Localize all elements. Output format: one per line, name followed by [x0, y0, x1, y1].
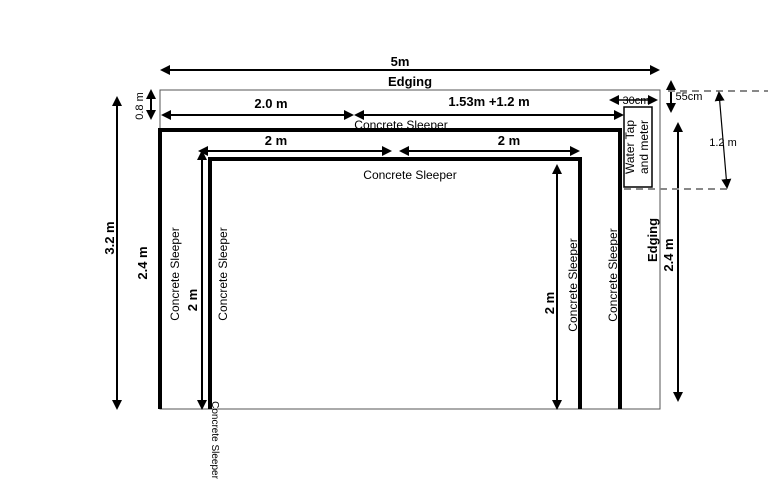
tap-height-label: 1.2 m: [709, 137, 737, 149]
water-tap-label-1: Water Tap: [623, 120, 637, 174]
inner-sleeper-frame: [208, 157, 582, 409]
top-inner-left-length: 2 m: [265, 133, 287, 148]
right-inner-sleeper-label: Concrete Sleeper: [566, 238, 580, 331]
outer-sleeper-frame: [158, 128, 622, 409]
top-outer-sleeper-label: Concrete Sleeper: [354, 118, 447, 132]
left-height-label: 3.2 m: [102, 221, 117, 254]
top-outer-right-length: 1.53m +1.2 m: [448, 94, 529, 109]
stray-label: Concrete Sleeper: [209, 401, 220, 479]
outer-boundary: [159, 89, 661, 410]
right-outer-sleeper-label: Concrete Sleeper: [606, 228, 620, 321]
right-edging-label: Edging: [645, 218, 660, 262]
tap-width-label: 30cm: [623, 95, 650, 107]
left-outer-sleeper-length: 2.4 m: [135, 246, 150, 279]
left-inner-sleeper-length: 2 m: [185, 289, 200, 311]
right-inner-sleeper-length: 2 m: [542, 292, 557, 314]
top-edging-label: Edging: [388, 74, 432, 89]
top-outer-left-length: 2.0 m: [254, 96, 287, 111]
top-inner-sleeper-label: Concrete Sleeper: [363, 168, 456, 182]
left-gap-label: 0.8 m: [134, 92, 146, 120]
left-inner-sleeper-label: Concrete Sleeper: [216, 227, 230, 320]
water-tap-label-2: and meter: [637, 120, 651, 174]
right-edging-length: 2.4 m: [661, 238, 676, 271]
left-outer-sleeper-label: Concrete Sleeper: [168, 227, 182, 320]
tap-offset-label: 55cm: [676, 91, 703, 103]
top-width-label: 5m: [391, 54, 410, 69]
water-tap-box: [623, 106, 653, 188]
tap-height-arrow: [714, 91, 732, 189]
top-inner-right-length: 2 m: [498, 133, 520, 148]
